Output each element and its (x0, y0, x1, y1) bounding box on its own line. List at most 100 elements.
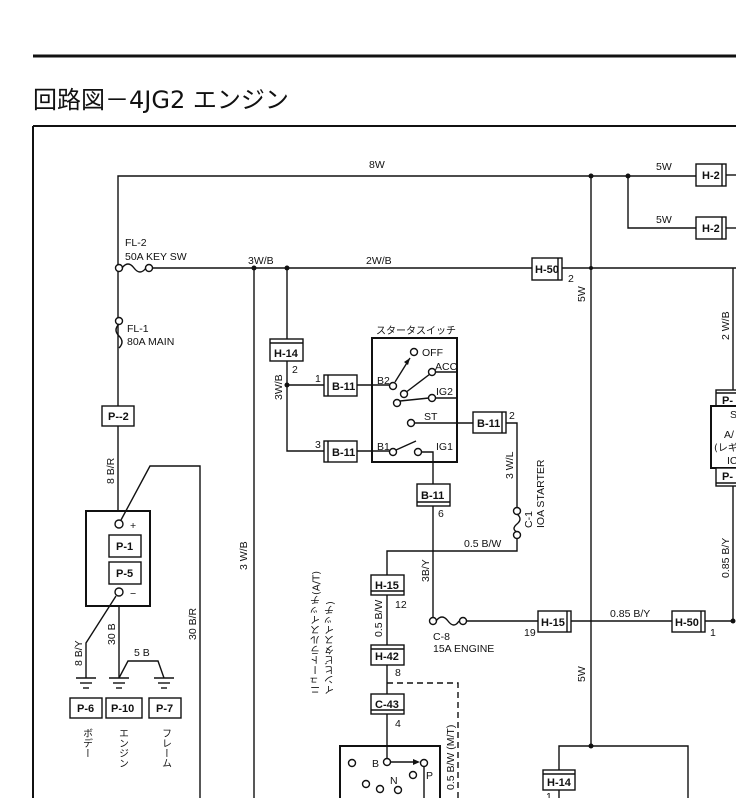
fuse-terminal (428, 616, 438, 626)
wire-label-30b: 30 B (106, 623, 118, 645)
fuse-c1-icon (513, 513, 521, 533)
connector-h2-b: H-2 (695, 216, 736, 240)
svg-text:1: 1 (315, 373, 321, 385)
battery-plus: + (130, 520, 136, 532)
svg-text:B2: B2 (377, 375, 390, 387)
battery-minus: − (130, 588, 136, 600)
starter-switch-title: スタータスイッチ (376, 325, 456, 337)
wire-label-2wb: 2W/B (366, 255, 392, 267)
wire-label-5w-v2: 5W (576, 666, 588, 682)
wire-label-mt: 0.5 B/W (M/T) (445, 725, 457, 790)
svg-text:2: 2 (292, 364, 298, 376)
svg-text:ACC: ACC (435, 361, 458, 373)
ground-label-body: ボデー (81, 728, 93, 758)
page-title: 回路図－4JG2 エンジン (33, 86, 289, 114)
fuse-fl1-icon (115, 323, 123, 349)
connector-p5: P-5 (116, 568, 133, 580)
wire-label-8br: 8 B/R (105, 457, 117, 484)
svg-text:IC: IC (727, 455, 736, 467)
wire-5b (118, 660, 165, 679)
connector-p7: P-7 (148, 697, 182, 719)
ground-icon (76, 677, 96, 689)
connector-h14-top: H-14 2 (269, 338, 304, 376)
fuse-c8-name: C-8 (433, 631, 450, 643)
svg-text:B1: B1 (377, 441, 390, 453)
wire-3wb-h14 (286, 361, 324, 452)
connector-p10: P-10 (105, 697, 143, 719)
connector-h42: H-42 8 (370, 644, 405, 679)
wire-label-5w-v1: 5W (576, 286, 588, 302)
svg-text:H-15: H-15 (541, 617, 565, 629)
connector-h50-top: H-50 2 (531, 257, 574, 285)
fuse-terminal (144, 263, 154, 273)
svg-text:H-14: H-14 (547, 777, 572, 789)
connector-b11-6: B-11 6 (416, 483, 451, 520)
ground-label-frame: フレーム (160, 728, 172, 768)
fuse-terminal (512, 530, 522, 540)
fuse-c8-rating: 15A ENGINE (433, 643, 494, 655)
junction (589, 266, 593, 270)
svg-text:6: 6 (438, 508, 444, 520)
wire-label-05bw: 0.5 B/W (464, 538, 501, 550)
svg-text:B-11: B-11 (421, 490, 444, 502)
svg-text:19: 19 (524, 627, 536, 639)
fuse-fl2-icon (121, 263, 147, 273)
wire-mt-dashed (387, 682, 459, 798)
wire-label-8w: 8W (369, 159, 385, 171)
svg-text:1: 1 (546, 791, 552, 798)
svg-text:2: 2 (568, 273, 574, 285)
starter-switch: スタータスイッチ B2 OFF ACC IG2 ST B1 IG1 (371, 325, 473, 484)
svg-text:H-50: H-50 (675, 617, 699, 629)
wire-3wl (506, 422, 518, 508)
connector-p6: P-6 (69, 697, 103, 719)
svg-text:IG2: IG2 (436, 386, 453, 398)
ground-label-engine: エンジン (117, 728, 129, 768)
fuse-terminal (458, 616, 468, 626)
wire-label-085by-right: 0.85 B/Y (720, 538, 732, 578)
wire-label-3wl: 3 W/L (504, 451, 516, 479)
connector-label: H-2 (702, 170, 720, 182)
svg-text:ST: ST (424, 411, 438, 423)
fuse-terminal (114, 316, 124, 326)
fuse-fl1-name: FL-1 (127, 323, 149, 335)
fuse-c8-icon (435, 616, 460, 626)
svg-text:8: 8 (395, 667, 401, 679)
neutral-switch-label-2: インヒビタスイッチ) (325, 601, 337, 695)
svg-text:4: 4 (395, 718, 401, 730)
fuse-terminal (512, 506, 522, 516)
svg-text:B-11: B-11 (332, 447, 355, 459)
wire-label-3wb-h14: 3W/B (273, 374, 285, 400)
wire-label-3wb: 3W/B (248, 255, 274, 267)
svg-text:P: P (426, 770, 433, 782)
wire-05bw (386, 539, 518, 575)
svg-text:1: 1 (710, 627, 716, 639)
wire-30br (120, 465, 201, 798)
connector-p2: P--2 (101, 405, 135, 427)
svg-text:12: 12 (395, 599, 407, 611)
fuse-fl1-rating: 80A MAIN (127, 336, 174, 348)
fuse-fl2-name: FL-2 (125, 237, 147, 249)
svg-text:H-42: H-42 (375, 651, 399, 663)
svg-text:P-: P- (722, 471, 733, 483)
connector-b11-1: B-11 1 (315, 373, 358, 397)
svg-text:IG1: IG1 (436, 441, 453, 453)
svg-text:H-15: H-15 (375, 580, 399, 592)
ground-icon (154, 677, 174, 689)
connector-b11-3: B-11 3 (315, 439, 358, 463)
connector-h2-a: H-2 (695, 163, 736, 187)
svg-text:A/: A/ (724, 429, 734, 441)
svg-text:S: S (730, 409, 736, 421)
wire-label-5b: 5 B (134, 647, 150, 659)
svg-text:B-11: B-11 (332, 381, 355, 393)
svg-text:(レギ: (レギ (714, 442, 736, 454)
connector-b11-2: B-11 2 (472, 410, 515, 434)
junction (284, 382, 290, 388)
connector-h50-b: H-50 1 (671, 610, 716, 639)
svg-text:2: 2 (509, 410, 515, 422)
regulator: P- S A/ (レギ IC P- (710, 389, 736, 487)
svg-text:N: N (390, 775, 398, 787)
fuse-c1-name: C-1 (523, 511, 535, 528)
fuse-fl2-rating: 50A KEY SW (125, 251, 187, 263)
svg-text:P-10: P-10 (111, 703, 134, 715)
wire-label-8by: 8 B/Y (73, 640, 85, 666)
